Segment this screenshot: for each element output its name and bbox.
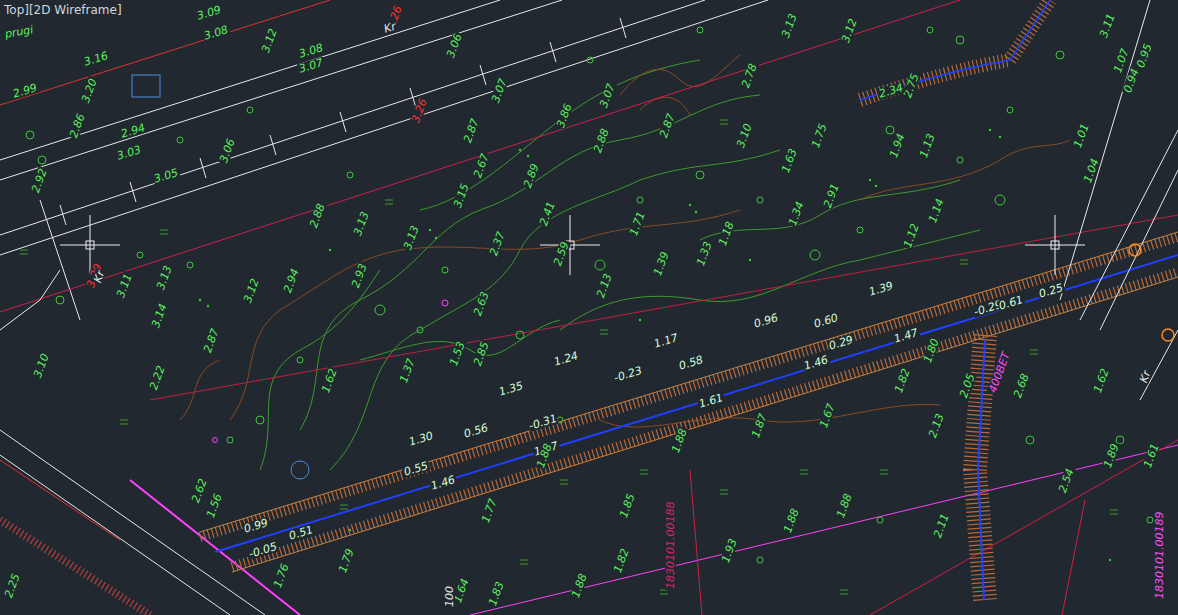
spot-elevation: 1830101.00188 <box>665 501 676 590</box>
viewport-label: Top][2D Wireframe] <box>3 4 123 16</box>
map-annotation: 100 <box>444 585 455 608</box>
spot-elevation: 1830101.00189 <box>1154 511 1165 600</box>
